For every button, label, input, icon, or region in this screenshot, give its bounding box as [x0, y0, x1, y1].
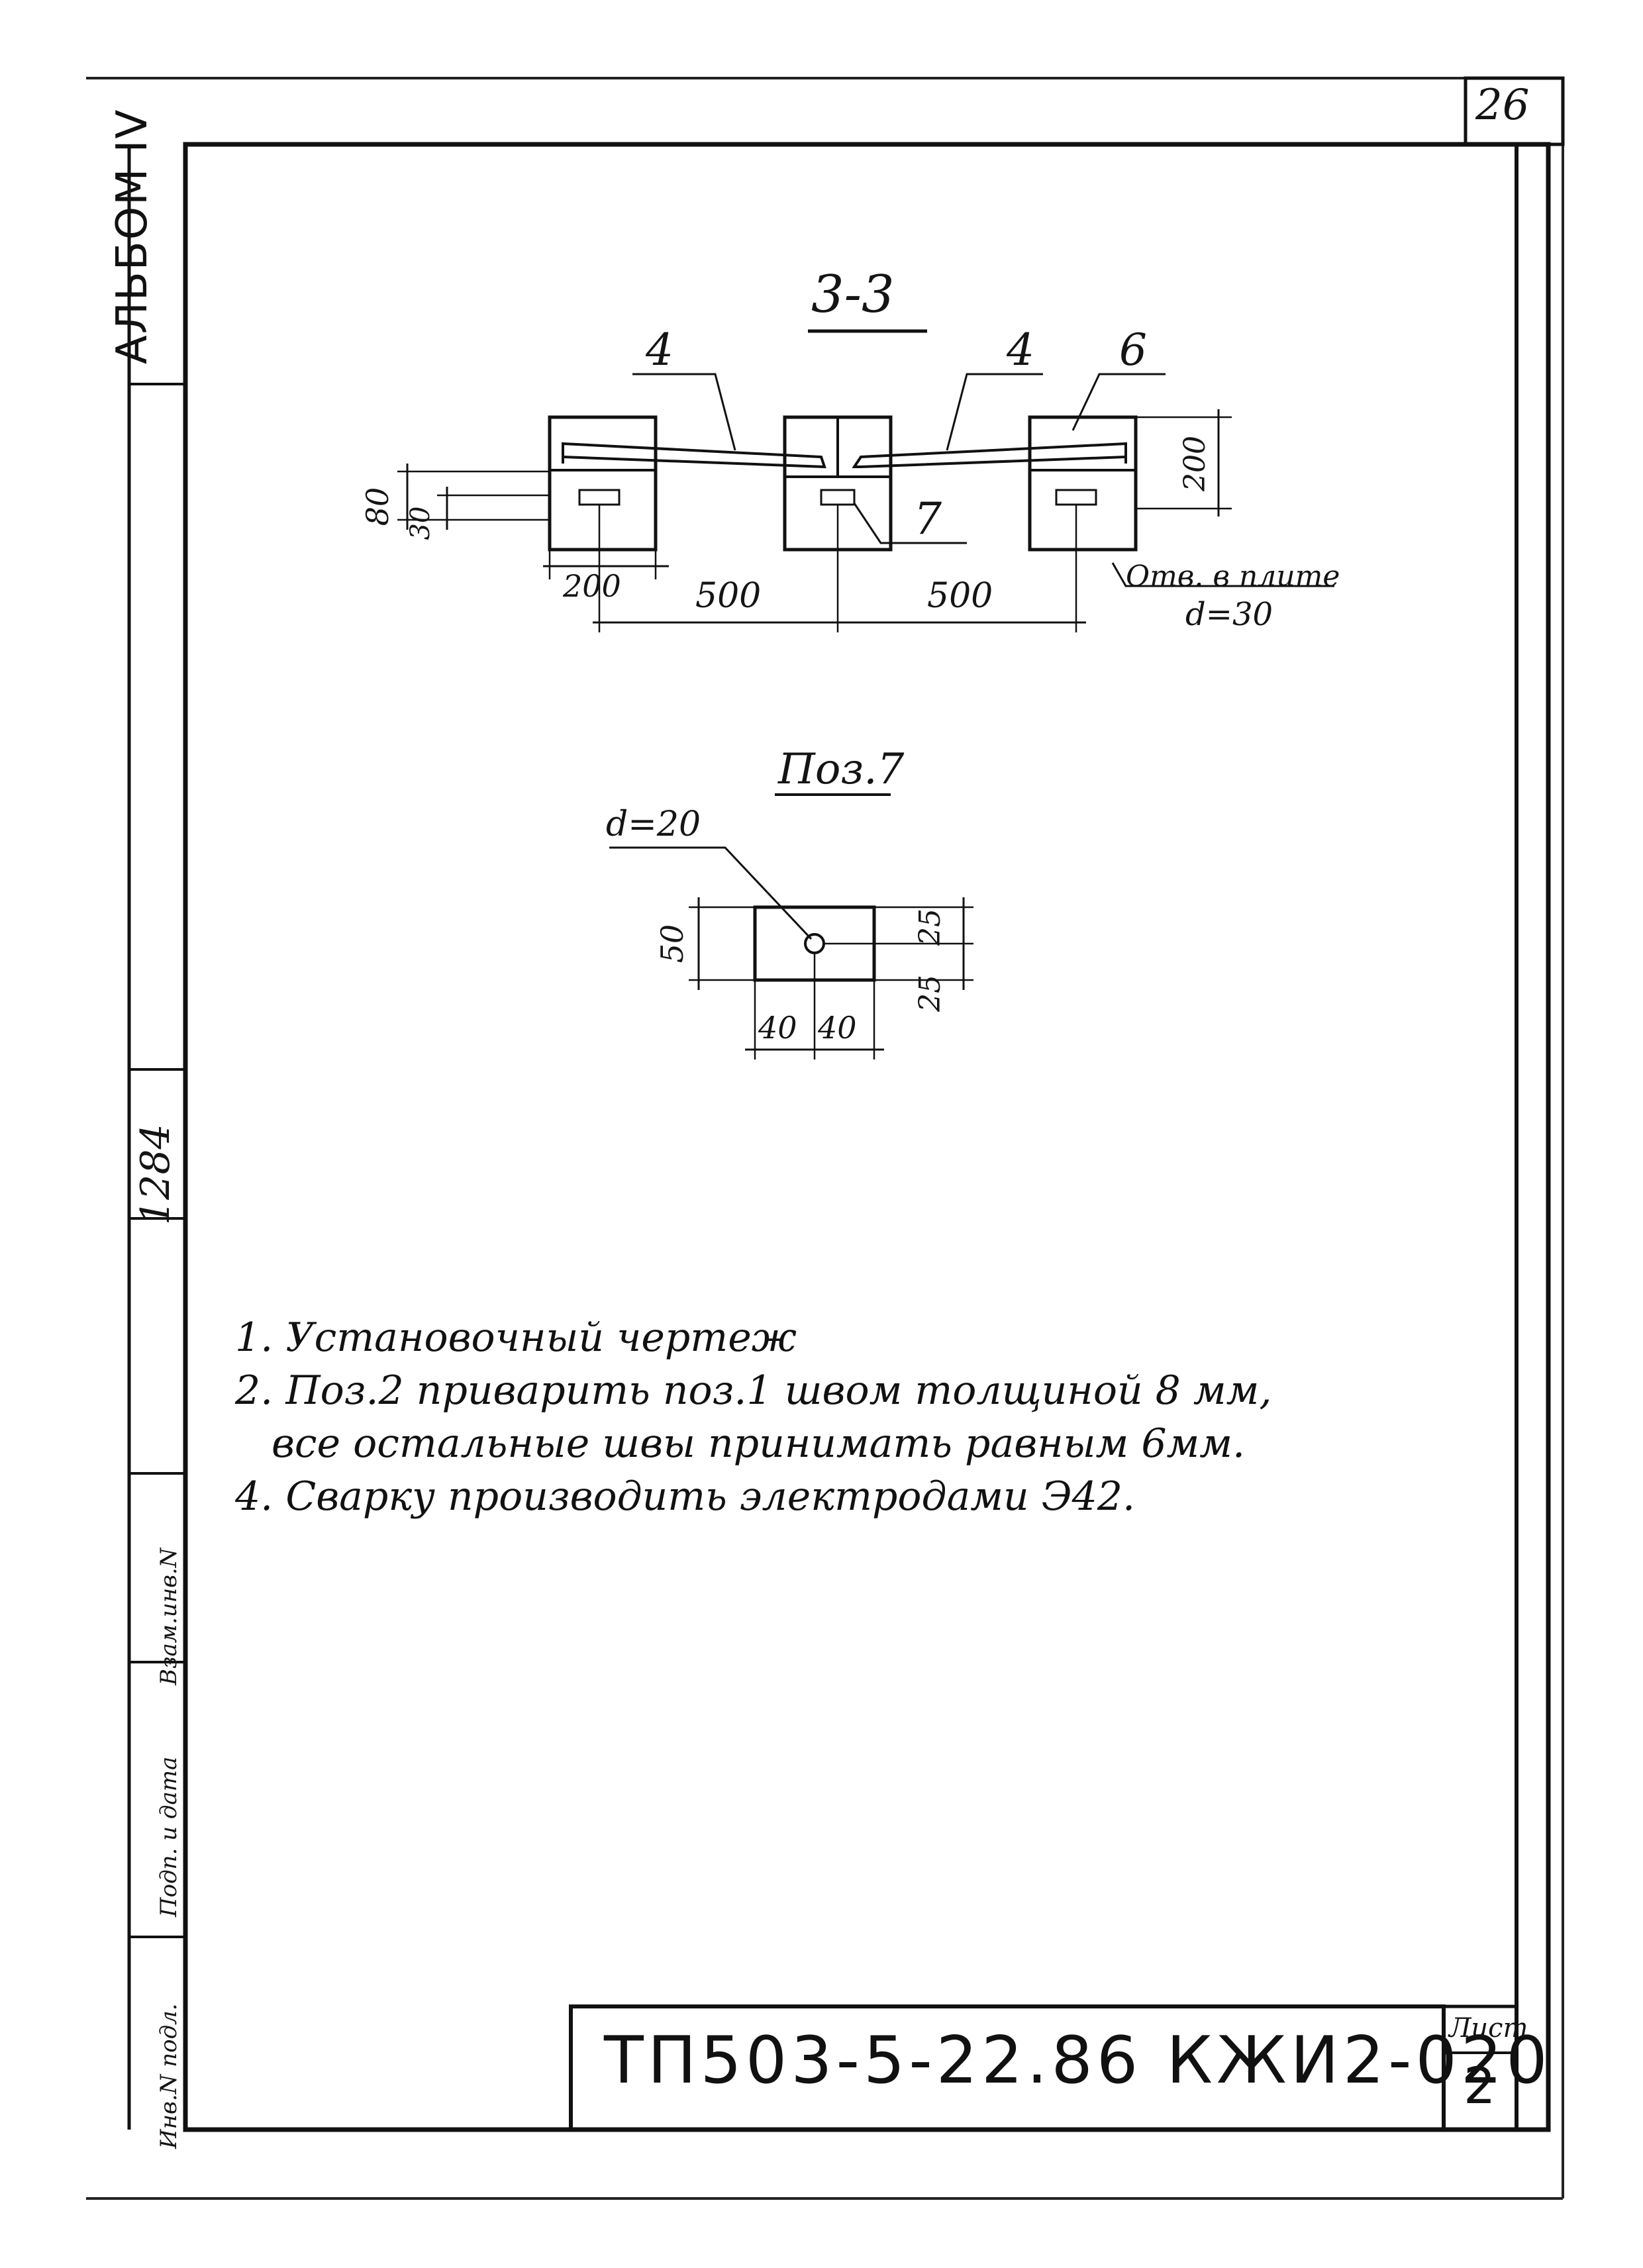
hole-diameter: d=30 [1185, 596, 1273, 633]
inner-frame [183, 142, 1551, 2132]
detail-hole-diameter: d=20 [606, 805, 701, 844]
note-3: все остальные швы принимать равным 6мм. [272, 1420, 1246, 1467]
label-pos-4-right: 4 [1007, 324, 1034, 375]
left-pad-hole [578, 489, 621, 506]
detail-title: Поз.7 [778, 745, 905, 794]
detail-pos-7 [609, 793, 973, 1060]
sheet-value: 2 [1464, 2056, 1496, 2115]
label-pos-7: 7 [914, 493, 942, 544]
dim-25-bottom-label: 25 [913, 975, 947, 1012]
section-title: 3-3 [811, 265, 895, 324]
stamp-sign-date: Подп. и дата [156, 1756, 182, 1917]
label-pos-4-left: 4 [646, 324, 673, 375]
document-code: ТП503-5-22.86 КЖИ2-020 [604, 2023, 1552, 2098]
plate-hole [804, 933, 825, 954]
note-1: 1. Установочный чертеж [235, 1314, 797, 1361]
leader-6 [1071, 373, 1166, 431]
right-strip-bar [852, 442, 1127, 468]
dim-200-w-label: 200 [563, 568, 621, 604]
dim-25-top-label: 25 [913, 909, 947, 946]
dim-30-label: 30 [405, 506, 436, 540]
inventory-number: 1284 [132, 1124, 179, 1225]
label-pos-6: 6 [1119, 324, 1147, 375]
sheet-number-box [1464, 76, 1565, 146]
leader-hole [1111, 562, 1334, 587]
dim-200-h-label: 200 [1178, 436, 1212, 491]
sheet-label: Лист [1449, 2013, 1528, 2044]
right-pad [1028, 415, 1138, 552]
leader-4-left [632, 373, 736, 451]
stamp-swap-inv: Взам.инв.N [156, 1548, 182, 1685]
leader-7 [853, 503, 967, 544]
dim-50-label: 50 [654, 924, 690, 963]
center-pad-hole [820, 489, 856, 506]
album-label: АЛЬБОМ IV [108, 108, 157, 364]
section-3-3 [397, 329, 1334, 632]
note-4: 4. Сварку производить электродами Э42. [235, 1473, 1136, 1520]
stamp-inv-no: Инв.N подл. [156, 2003, 182, 2149]
dim-500-right-label: 500 [927, 576, 993, 616]
right-pad-hole [1055, 489, 1097, 506]
dim-500-left-label: 500 [695, 576, 762, 616]
leader-d20 [609, 846, 813, 940]
dim-40-left-label: 40 [758, 1010, 797, 1046]
hole-note: Отв. в плите [1126, 560, 1340, 593]
left-pad [548, 415, 658, 552]
note-2: 2. Поз.2 приварить поз.1 швом толщиной 8… [235, 1367, 1272, 1414]
dim-40-right-label: 40 [818, 1010, 857, 1046]
dim-80-label: 80 [360, 487, 395, 526]
leader-4-right [946, 373, 1043, 451]
sheet-number: 26 [1475, 81, 1530, 130]
title-block-outline [569, 2004, 1446, 2130]
